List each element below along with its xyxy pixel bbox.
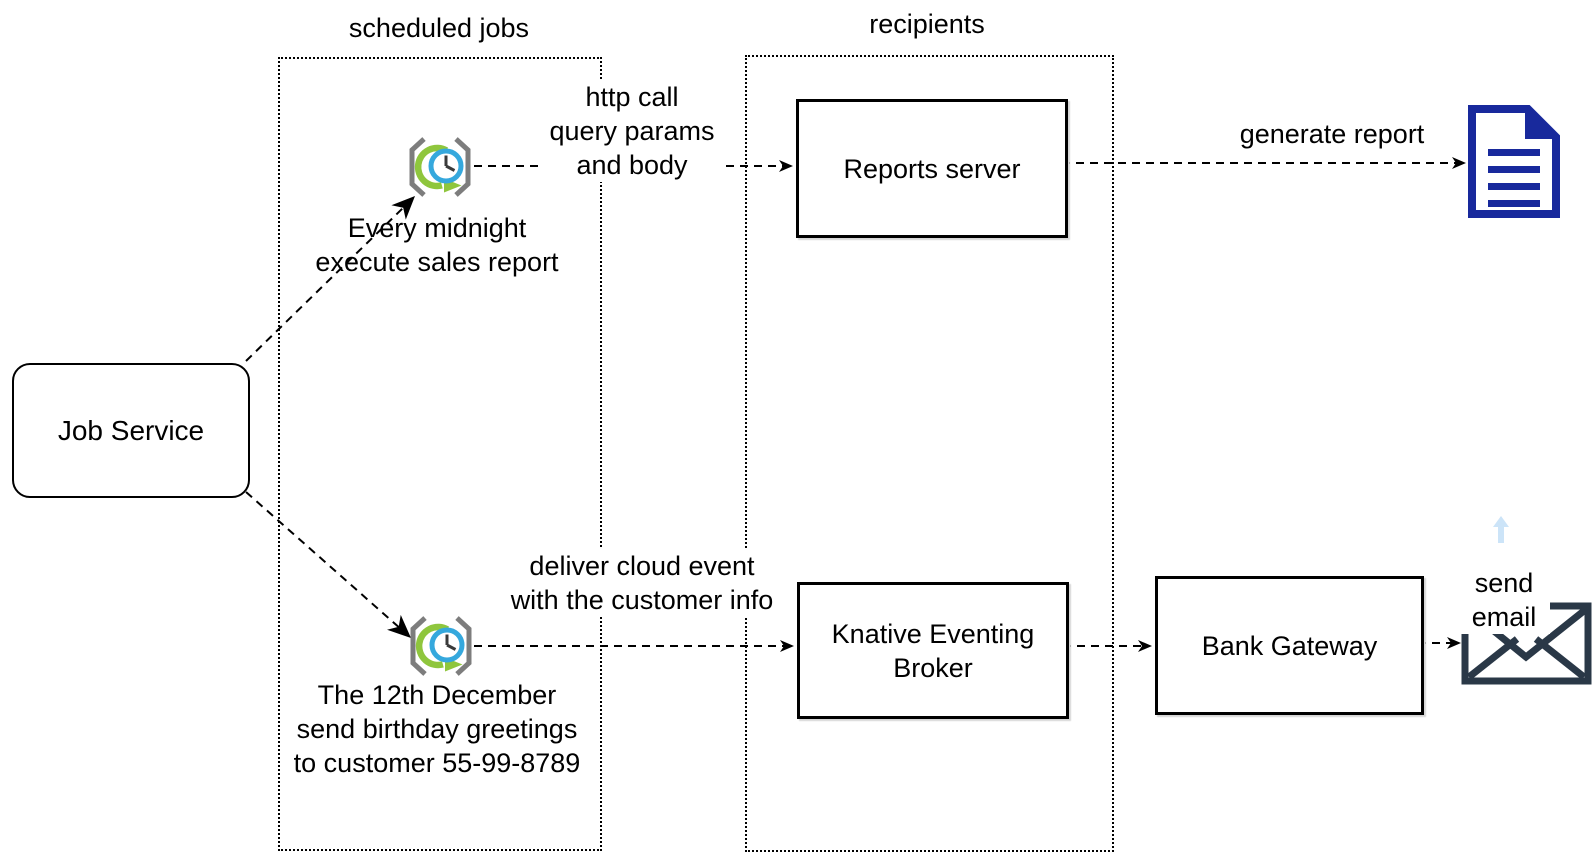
scheduled-jobs-group <box>278 57 602 851</box>
bank-gateway-label: Bank Gateway <box>1201 630 1378 661</box>
bank-gateway-node: Bank Gateway <box>1155 576 1424 715</box>
timer-caption-birthday: The 12th December send birthday greeting… <box>293 680 581 778</box>
job-service-node: Job Service <box>12 363 250 498</box>
edge-label-send-email: send email <box>1458 566 1550 634</box>
document-icon <box>1468 105 1560 218</box>
knative-broker-label: Knative Eventing Broker <box>831 618 1035 683</box>
timer-icon-sales-report <box>412 139 468 195</box>
knative-broker-node: Knative Eventing Broker <box>797 582 1069 719</box>
scheduled-jobs-group-label: scheduled jobs <box>348 13 530 43</box>
edge-label-http-call: http call query params and body <box>543 80 721 182</box>
edge-label-cloud-event: deliver cloud event with the customer in… <box>504 549 780 617</box>
reports-server-node: Reports server <box>796 99 1068 238</box>
arrowhead-reports-server <box>779 160 793 172</box>
recipients-group-label: recipients <box>869 9 985 39</box>
edge-label-generate-report: generate report <box>1233 117 1431 151</box>
reports-server-label: Reports server <box>843 153 1021 184</box>
connector-job-to-birthday-timer <box>245 491 403 631</box>
job-service-label: Job Service <box>57 414 205 446</box>
recipients-group <box>745 55 1114 852</box>
connector-job-to-sales-timer <box>245 206 405 362</box>
up-arrow-watermark-icon <box>1493 516 1509 543</box>
timer-caption-sales-report: Every midnight execute sales report <box>315 213 559 277</box>
timer-icon-birthday <box>413 618 469 674</box>
